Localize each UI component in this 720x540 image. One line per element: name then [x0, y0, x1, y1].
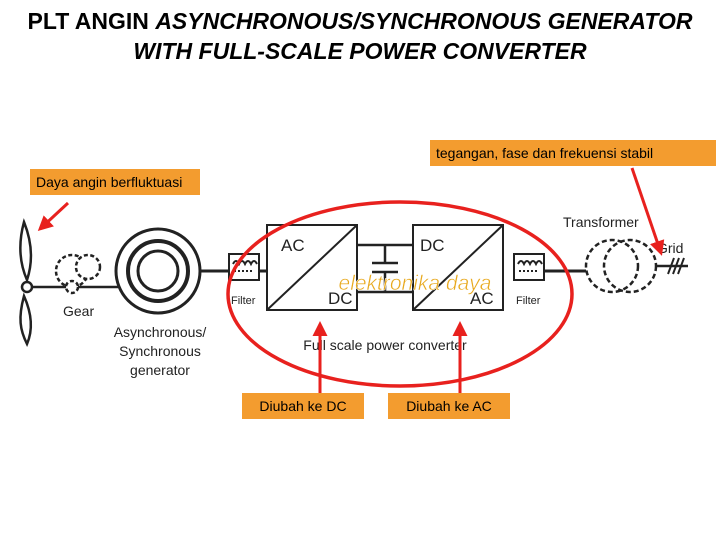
stable-output-callout: tegangan, fase dan frekuensi stabil [430, 140, 716, 166]
generator-label-2: Synchronous [119, 343, 201, 359]
turbine-blades-icon [19, 218, 34, 347]
left-filter-label: Filter [231, 295, 256, 307]
power-electronics-label: elektronika daya [339, 272, 492, 295]
transformer-label: Transformer [563, 214, 639, 230]
inverter-ac-label: AC [470, 289, 494, 308]
rectifier-icon [266, 224, 358, 311]
right-filter-label: Filter [516, 295, 541, 307]
converter-highlight-ellipse [226, 200, 574, 388]
grid-label: Grid [657, 240, 683, 256]
title-line-1: PLT ANGIN ASYNCHRONOUS/SYNCHRONOUS GENER… [27, 8, 693, 34]
rectifier-dc-label: DC [328, 289, 353, 308]
stable-output-arrow-icon [630, 167, 665, 256]
rectifier-ac-label: AC [281, 236, 305, 255]
inverter-dc-label: DC [420, 236, 445, 255]
generator-label-1: Asynchronous/ [114, 324, 207, 340]
inverter-icon [412, 224, 504, 311]
gear-icon [54, 253, 102, 295]
gear-label: Gear [63, 303, 94, 319]
fluctuating-wind-callout: Daya angin berfluktuasi [30, 169, 200, 195]
fluctuation-arrow-icon [37, 201, 70, 232]
converter-caption: Full scale power converter [303, 337, 467, 353]
transformer-icon [584, 238, 658, 294]
grid-icon [667, 257, 685, 275]
dc-link-capacitor-icon [357, 243, 413, 294]
generator-label-3: generator [130, 362, 190, 378]
to-ac-callout: Diubah ke AC [388, 393, 510, 419]
right-filter-icon [513, 253, 545, 281]
title-line-2: WITH FULL-SCALE POWER CONVERTER [133, 38, 587, 64]
to-dc-callout: Diubah ke DC [242, 393, 364, 419]
generator-icon [114, 227, 202, 315]
